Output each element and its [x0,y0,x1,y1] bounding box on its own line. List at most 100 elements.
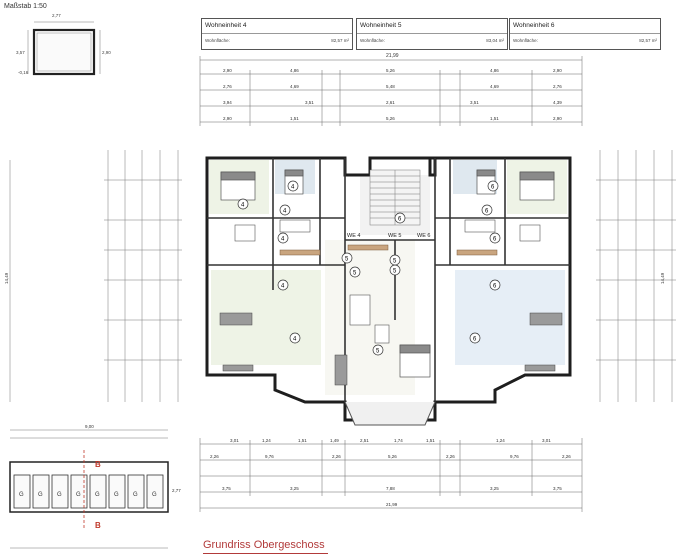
section-marker-bottom: B [95,521,101,530]
bottom-dim-2-7: 2,26 [562,454,571,459]
bottom-dim-3-2: 3,25 [290,486,299,491]
room-number-circle [487,180,499,192]
room-number: 6 [493,284,497,290]
bottom-overall-width: 21,99 [386,502,398,507]
bottom-dim-2-2: 9,76 [265,454,274,459]
room-number-circle [277,232,289,244]
unit-box-6: Wohneinheit 6 Wohnfläche: 82,57 m² [509,18,661,50]
bottom-dim-2-1: 2,26 [210,454,219,459]
room-number: 4 [283,209,287,215]
room-number-circle [489,232,501,244]
bottom-dim-1-7: 1,51 [426,438,435,443]
bottom-dim-1-9: 3,01 [542,438,551,443]
parking-depth: 2,77 [172,488,181,493]
corridor-label-we6: WE 6 [417,233,430,239]
top-dim-1-3: 5,26 [386,68,395,73]
svg-text:G: G [133,492,138,498]
room-number-circle [277,279,289,291]
room-number-circle [341,252,353,264]
room-number: 5 [353,271,357,277]
bottom-dim-2-3: 2,26 [332,454,341,459]
unit-area-label: Wohnfläche: [513,38,538,43]
side-dimension-chains: 14,49 14,49 [4,150,676,402]
top-dim-1-4: 4,86 [490,68,499,73]
room-number: 6 [473,337,477,343]
top-dim-1-1: 2,90 [223,68,232,73]
aux-dim-top: 2,77 [52,13,61,18]
top-dim-1-5: 2,90 [553,68,562,73]
room-number: 4 [281,237,285,243]
room-number: 4 [241,203,245,209]
bottom-dim-3-1: 3,75 [222,486,231,491]
unit-box-5: Wohneinheit 5 Wohnfläche: 83,04 m² [356,18,508,50]
top-dim-1-2: 4,86 [290,68,299,73]
bottom-dim-3-3: 7,88 [386,486,395,491]
bottom-dim-1-8: 1,24 [496,438,505,443]
bottom-dim-1-3: 1,51 [298,438,307,443]
room-number: 5 [345,257,349,263]
svg-text:G: G [38,492,43,498]
room-number-circle [489,279,501,291]
parking-width: 9,00 [85,424,94,429]
unit-name: Wohneinheit 4 [205,22,247,29]
unit-name: Wohneinheit 6 [513,22,555,29]
plan-title: Grundriss Obergeschoss [203,539,325,551]
top-dim-4-5: 2,90 [553,116,562,121]
room-number-circle [237,198,249,210]
unit-area-value: 83,04 m² [486,38,504,43]
room-number-circle [287,180,299,192]
bottom-dim-3-4: 3,25 [490,486,499,491]
bottom-dim-1-2: 1,24 [262,438,271,443]
top-dim-2-5: 2,76 [553,84,562,89]
side-total-left: 14,49 [4,272,9,284]
bottom-dimension-chains: 3,01 1,24 1,51 1,49 2,51 1,74 1,51 1,24 … [199,438,583,512]
svg-text:G: G [57,492,62,498]
room-number: 4 [293,337,297,343]
bottom-dim-1-4: 1,49 [330,438,339,443]
bottom-dim-3-5: 3,75 [553,486,562,491]
top-dim-2-4: 4,69 [490,84,499,89]
room-number: 6 [491,185,495,191]
top-dim-3-2: 3,51 [305,100,314,105]
bottom-dim-1-5: 2,51 [360,438,369,443]
unit-area-label: Wohnfläche: [205,38,230,43]
corridor-label-we5: WE 5 [388,233,401,239]
room-number: 5 [393,259,397,265]
scale-label: Maßstab 1:50 [4,3,47,10]
unit-area-value: 82,57 m² [331,38,349,43]
bottom-dim-2-6: 9,76 [510,454,519,459]
overall-width-top: 21,99 [386,53,399,59]
svg-text:G: G [152,492,157,498]
svg-text:G: G [95,492,100,498]
room-number-circle [279,204,291,216]
top-dim-3-3: 2,61 [386,100,395,105]
room-number: 5 [393,269,397,275]
bottom-dim-1-6: 1,74 [394,438,403,443]
room-number-circle [394,212,406,224]
room-number-circle [349,266,361,278]
top-dim-4-2: 1,51 [290,116,299,121]
room-number: 5 [376,349,380,355]
unit-box-4: Wohneinheit 4 Wohnfläche: 82,57 m² [201,18,353,50]
top-dim-3-1: 3,94 [223,100,232,105]
aux-dim-level: -0,16 [18,70,29,75]
room-number-circle [289,332,301,344]
top-dim-4-4: 1,51 [490,116,499,121]
svg-text:G: G [19,492,24,498]
svg-text:G: G [76,492,81,498]
auxiliary-plan: 2,77 2,90 3,57 -0,16 [16,13,111,76]
unit-area-label: Wohnfläche: [360,38,385,43]
bottom-dim-2-4: 5,26 [388,454,397,459]
top-dimension-chains: 21,99 2,90 4,86 5,26 4,86 2,90 2,76 4,69… [199,53,583,126]
unit-area-value: 82,57 m² [639,38,657,43]
room-number-circle [372,344,384,356]
room-number: 4 [291,185,295,191]
corridor-label-we4: WE 4 [347,233,360,239]
room-number: 6 [398,217,402,223]
room-number: 6 [485,209,489,215]
top-dim-2-3: 5,48 [386,84,395,89]
top-dim-4-1: 2,90 [223,116,232,121]
section-marker-top: B [95,460,101,469]
title-underline [203,553,328,554]
